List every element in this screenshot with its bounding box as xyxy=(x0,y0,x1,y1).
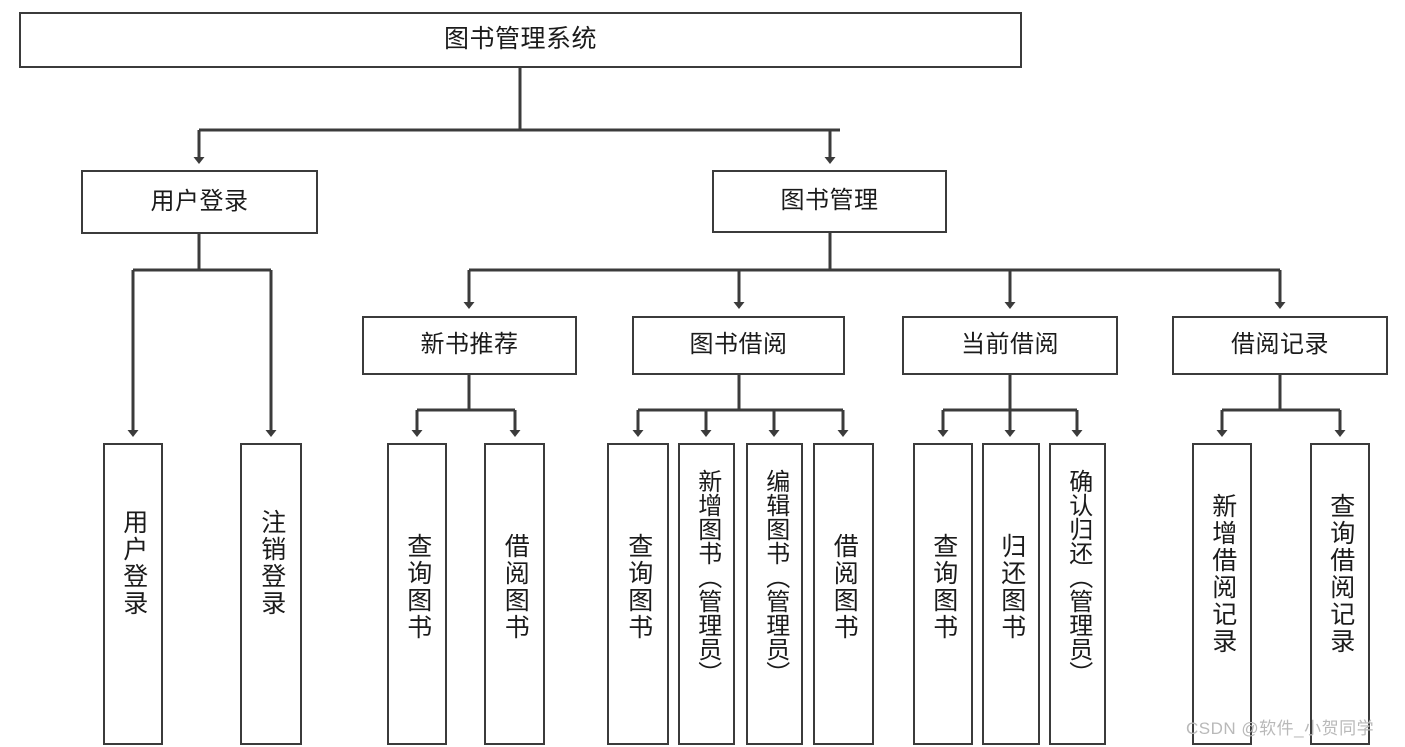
node-label: 新书推荐 xyxy=(420,331,519,359)
node-leaf-query-book-1[interactable]: 查询图书 xyxy=(387,443,447,745)
csdn-watermark: CSDN @软件_小贺同学 xyxy=(1186,719,1375,738)
node-leaf-logout[interactable]: 注销登录 xyxy=(240,443,302,745)
node-label: 用户登录 xyxy=(119,509,148,617)
node-label: 图书管理 xyxy=(780,187,879,215)
node-label: 借阅图书 xyxy=(501,533,530,641)
node-new-book-recommend[interactable]: 新书推荐 xyxy=(362,316,577,375)
node-leaf-edit-book[interactable]: 编辑图书（管理员） xyxy=(746,443,803,745)
node-label: 查询图书 xyxy=(624,533,653,641)
node-label: 查询借阅记录 xyxy=(1326,493,1355,655)
node-leaf-borrow-book-1[interactable]: 借阅图书 xyxy=(484,443,545,745)
node-label: 编辑图书（管理员） xyxy=(761,469,789,685)
node-label: 图书管理系统 xyxy=(443,25,597,54)
node-label: 新增图书（管理员） xyxy=(693,469,721,685)
node-leaf-return-book[interactable]: 归还图书 xyxy=(982,443,1040,745)
node-label: 归还图书 xyxy=(997,533,1026,641)
node-label: 查询图书 xyxy=(403,533,432,641)
node-leaf-confirm-return[interactable]: 确认归还（管理员） xyxy=(1049,443,1106,745)
node-borrow-record[interactable]: 借阅记录 xyxy=(1172,316,1388,375)
node-label: 用户登录 xyxy=(150,187,249,215)
node-label: 注销登录 xyxy=(257,509,286,617)
node-label: 借阅记录 xyxy=(1231,331,1329,359)
node-root-system[interactable]: 图书管理系统 xyxy=(19,12,1022,68)
node-leaf-borrow-book-2[interactable]: 借阅图书 xyxy=(813,443,874,745)
node-book-borrow[interactable]: 图书借阅 xyxy=(632,316,845,375)
node-label: 当前借阅 xyxy=(961,331,1059,359)
node-label: 图书借阅 xyxy=(689,331,788,359)
node-leaf-query-record[interactable]: 查询借阅记录 xyxy=(1310,443,1370,745)
node-current-borrow[interactable]: 当前借阅 xyxy=(902,316,1118,375)
node-label: 查询图书 xyxy=(929,533,958,641)
node-leaf-add-record[interactable]: 新增借阅记录 xyxy=(1192,443,1252,745)
node-book-manage[interactable]: 图书管理 xyxy=(712,170,947,233)
node-label: 新增借阅记录 xyxy=(1208,493,1237,655)
node-leaf-add-book[interactable]: 新增图书（管理员） xyxy=(678,443,735,745)
node-user-login[interactable]: 用户登录 xyxy=(81,170,318,234)
node-leaf-query-book-2[interactable]: 查询图书 xyxy=(607,443,669,745)
node-leaf-query-book-3[interactable]: 查询图书 xyxy=(913,443,973,745)
node-label: 确认归还（管理员） xyxy=(1064,469,1092,685)
node-label: 借阅图书 xyxy=(830,533,859,641)
node-leaf-user-login[interactable]: 用户登录 xyxy=(103,443,163,745)
